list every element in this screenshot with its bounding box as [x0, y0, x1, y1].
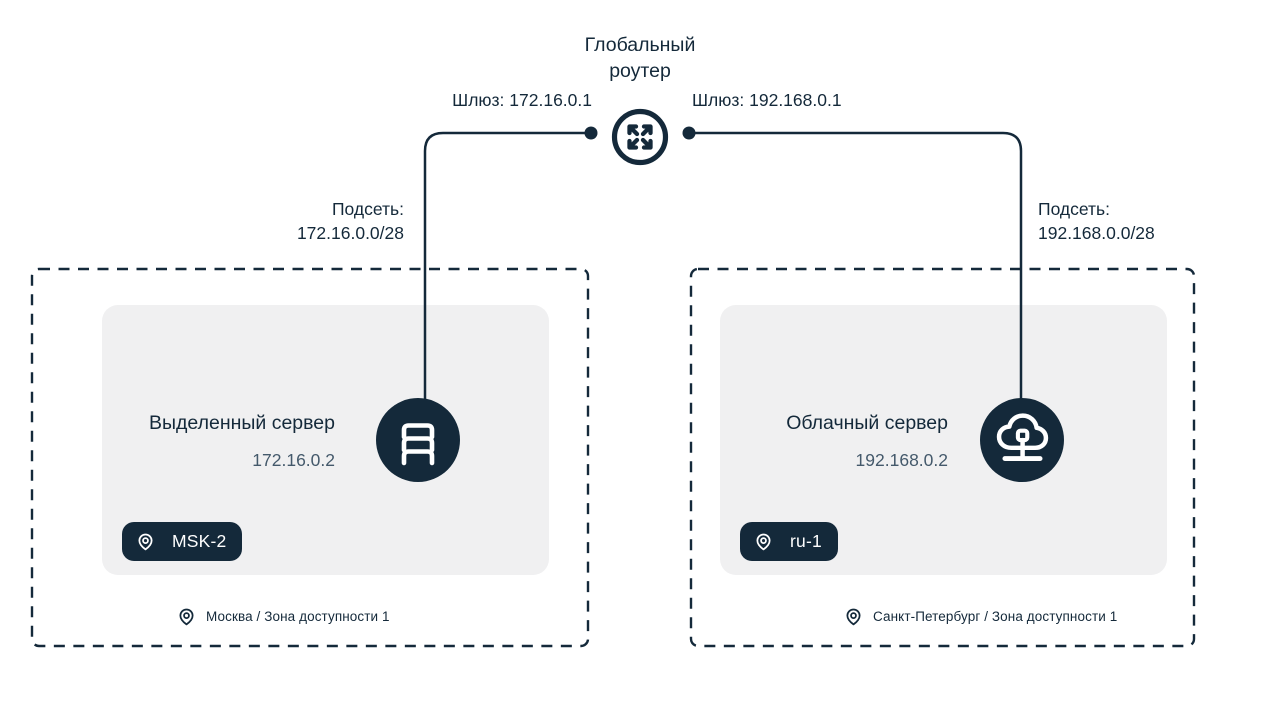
link-endpoint-dot-right	[682, 126, 696, 140]
cloud-server-icon	[996, 413, 1049, 461]
location-pin-icon	[756, 533, 771, 551]
subnet-caption: Подсеть:	[331, 199, 404, 219]
zone-badge-ru1: ru-1	[740, 522, 838, 561]
gateway-label-right: Шлюз: 192.168.0.1	[692, 90, 842, 110]
subnet-caption: Подсеть:	[1038, 199, 1111, 219]
subnet-cidr: 172.16.0.0/28	[296, 223, 404, 243]
link-endpoint-dot-left	[584, 126, 598, 140]
dedicated-server-name: Выделенный сервер	[149, 412, 335, 434]
gateway-label-left: Шлюз: 172.16.0.1	[452, 90, 592, 110]
zone-badge-label: ru-1	[790, 531, 822, 551]
subnet-label-left: Подсеть: 172.16.0.0/28	[204, 197, 404, 245]
zone-badge-label: MSK-2	[172, 531, 227, 551]
dedicated-server-node	[376, 398, 460, 482]
cloud-server-ip: 192.168.0.2	[855, 450, 948, 470]
global-router-icon	[611, 108, 669, 166]
dedicated-server-ip: 172.16.0.2	[252, 450, 335, 470]
location-pin-icon	[138, 533, 153, 551]
zone-badge-msk2: MSK-2	[122, 522, 243, 561]
cloud-server-name: Облачный сервер	[786, 412, 948, 434]
global-router-title: Глобальный роутер	[584, 34, 696, 82]
availability-zone-label: Санкт-Петербург / Зона доступности 1	[873, 609, 1118, 624]
location-row-left: Москва / Зона доступности 1	[176, 606, 390, 627]
router-arrows-icon	[611, 108, 669, 166]
location-pin-icon	[846, 608, 861, 626]
availability-zone-label: Москва / Зона доступности 1	[206, 609, 390, 624]
location-pin-icon	[179, 608, 194, 626]
subnet-cidr: 192.168.0.0/28	[1038, 223, 1155, 243]
rack-server-icon	[401, 423, 435, 466]
subnet-label-right: Подсеть: 192.168.0.0/28	[1038, 197, 1238, 245]
location-row-right: Санкт-Петербург / Зона доступности 1	[843, 606, 1117, 627]
cloud-server-node	[980, 398, 1064, 482]
